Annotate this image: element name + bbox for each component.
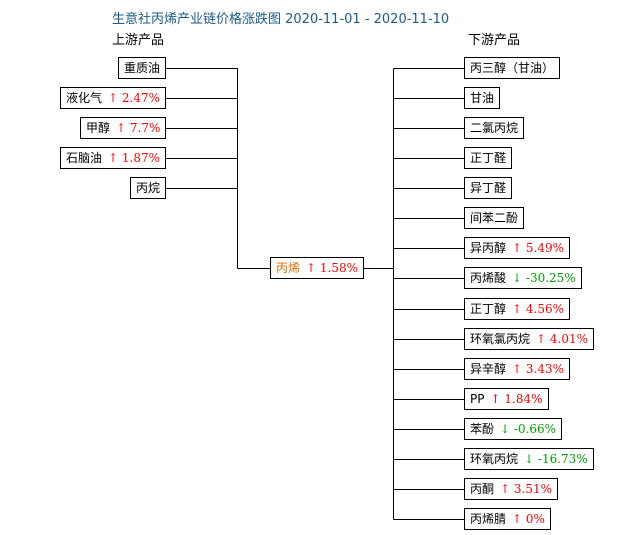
downstream-node-name: 异丁醛 <box>470 181 507 195</box>
downstream-node[interactable]: 异丙醇 ↑ 5.49% <box>464 237 571 259</box>
upstream-node[interactable]: 丙烷 <box>130 177 167 199</box>
downstream-node[interactable]: 正丁醇 ↑ 4.56% <box>464 298 571 320</box>
downstream-node[interactable]: 异辛醇 ↑ 3.43% <box>464 358 571 380</box>
downstream-node-name: 异辛醇 <box>470 362 507 376</box>
arrow-up-icon: ↑ <box>512 512 523 526</box>
downstream-change-value: 3.43% <box>525 362 565 376</box>
downstream-node[interactable]: 二氯丙烷 <box>464 117 525 139</box>
arrow-up-icon: ↑ <box>490 392 501 406</box>
upstream-node[interactable]: 甲醇 ↑ 7.7% <box>80 117 167 139</box>
upstream-node[interactable]: 液化气 ↑ 2.47% <box>60 87 167 109</box>
downstream-change-value: 1.84% <box>504 392 543 406</box>
arrow-down-icon: ↓ <box>524 452 535 466</box>
arrow-down-icon: ↓ <box>512 271 523 285</box>
downstream-change-value: 3.51% <box>513 482 553 496</box>
downstream-node-change: ↑ 3.43% <box>512 362 564 376</box>
upstream-change-value: 2.47% <box>121 91 161 105</box>
downstream-node-name: 正丁醇 <box>470 302 507 316</box>
downstream-node-change: ↓ -30.25% <box>512 271 576 285</box>
downstream-node-change: ↑ 5.49% <box>512 241 564 255</box>
downstream-node-name: 苯酚 <box>470 422 495 436</box>
downstream-node-name: PP <box>470 392 485 406</box>
downstream-node[interactable]: 环氧氯丙烷 ↑ 4.01% <box>464 328 595 350</box>
downstream-node[interactable]: 环氧丙烷 ↓ -16.73% <box>464 448 594 470</box>
upstream-node-name: 液化气 <box>66 91 103 105</box>
downstream-node[interactable]: 异丁醛 <box>464 177 513 199</box>
diagram-title: 生意社丙烯产业链价格涨跌图 2020-11-01 - 2020-11-10 <box>112 12 450 27</box>
arrow-down-icon: ↓ <box>500 422 511 436</box>
center-node-change: ↑ 1.58% <box>306 261 358 275</box>
downstream-node-name: 丙烯酸 <box>470 271 507 285</box>
upstream-header: 上游产品 <box>112 33 165 48</box>
upstream-node-change: ↑ 2.47% <box>108 91 160 105</box>
downstream-node-name: 异丙醇 <box>470 241 507 255</box>
upstream-node[interactable]: 重质油 <box>118 57 167 79</box>
upstream-change-value: 7.7% <box>129 121 161 135</box>
downstream-node-name: 正丁醛 <box>470 151 507 165</box>
downstream-node[interactable]: 间苯二酚 <box>464 207 525 229</box>
downstream-node-change: ↑ 1.84% <box>490 392 542 406</box>
downstream-node[interactable]: 正丁醛 <box>464 147 513 169</box>
downstream-node-change: ↑ 4.56% <box>512 302 564 316</box>
downstream-change-value: -16.73% <box>537 452 588 466</box>
downstream-node[interactable]: 甘油 <box>464 87 501 109</box>
downstream-node-name: 环氧丙烷 <box>470 452 519 466</box>
arrow-up-icon: ↑ <box>108 151 119 165</box>
arrow-up-icon: ↑ <box>536 332 547 346</box>
downstream-node[interactable]: 丙三醇（甘油） <box>464 57 561 79</box>
downstream-header: 下游产品 <box>468 33 521 48</box>
center-node-propylene[interactable]: 丙烯 ↑ 1.58% <box>270 257 365 279</box>
downstream-node-change: ↑ 0% <box>512 512 545 526</box>
upstream-node-name: 甲醇 <box>86 121 111 135</box>
downstream-node-change: ↑ 3.51% <box>500 482 552 496</box>
downstream-node-change: ↓ -16.73% <box>524 452 588 466</box>
downstream-node[interactable]: 苯酚 ↓ -0.66% <box>464 418 563 440</box>
downstream-change-value: 4.56% <box>525 302 565 316</box>
upstream-node-change: ↑ 7.7% <box>116 121 160 135</box>
downstream-node[interactable]: 丙烯腈 ↑ 0% <box>464 508 551 530</box>
arrow-up-icon: ↑ <box>512 362 523 376</box>
upstream-node-name: 丙烷 <box>136 181 161 195</box>
upstream-change-value: 1.87% <box>121 151 161 165</box>
downstream-node-change: ↑ 4.01% <box>536 332 588 346</box>
downstream-node-name: 丙三醇（甘油） <box>470 61 555 75</box>
downstream-node-change: ↓ -0.66% <box>500 422 556 436</box>
upstream-node[interactable]: 石脑油 ↑ 1.87% <box>60 147 167 169</box>
upstream-node-name: 石脑油 <box>66 151 103 165</box>
upstream-node-name: 重质油 <box>124 61 161 75</box>
downstream-node-name: 二氯丙烷 <box>470 121 519 135</box>
downstream-node-name: 丙烯腈 <box>470 512 507 526</box>
arrow-up-icon: ↑ <box>116 121 127 135</box>
downstream-change-value: -30.25% <box>525 271 576 285</box>
downstream-node[interactable]: 丙酮 ↑ 3.51% <box>464 478 559 500</box>
arrow-up-icon: ↑ <box>108 91 119 105</box>
center-node-name: 丙烯 <box>276 261 301 275</box>
downstream-change-value: 4.01% <box>549 332 589 346</box>
arrow-up-icon: ↑ <box>512 241 523 255</box>
center-change-value: 1.58% <box>319 261 359 275</box>
downstream-change-value: -0.66% <box>513 422 557 436</box>
downstream-change-value: 0% <box>525 512 545 526</box>
downstream-node-name: 环氧氯丙烷 <box>470 332 531 346</box>
downstream-node-name: 间苯二酚 <box>470 211 519 225</box>
downstream-change-value: 5.49% <box>525 241 565 255</box>
arrow-up-icon: ↑ <box>512 302 523 316</box>
arrow-up-icon: ↑ <box>500 482 511 496</box>
downstream-node-name: 丙酮 <box>470 482 495 496</box>
upstream-node-change: ↑ 1.87% <box>108 151 160 165</box>
downstream-node-name: 甘油 <box>470 91 495 105</box>
center-arrow-icon: ↑ <box>306 261 317 275</box>
downstream-node[interactable]: PP ↑ 1.84% <box>464 388 549 410</box>
downstream-node[interactable]: 丙烯酸 ↓ -30.25% <box>464 267 582 289</box>
